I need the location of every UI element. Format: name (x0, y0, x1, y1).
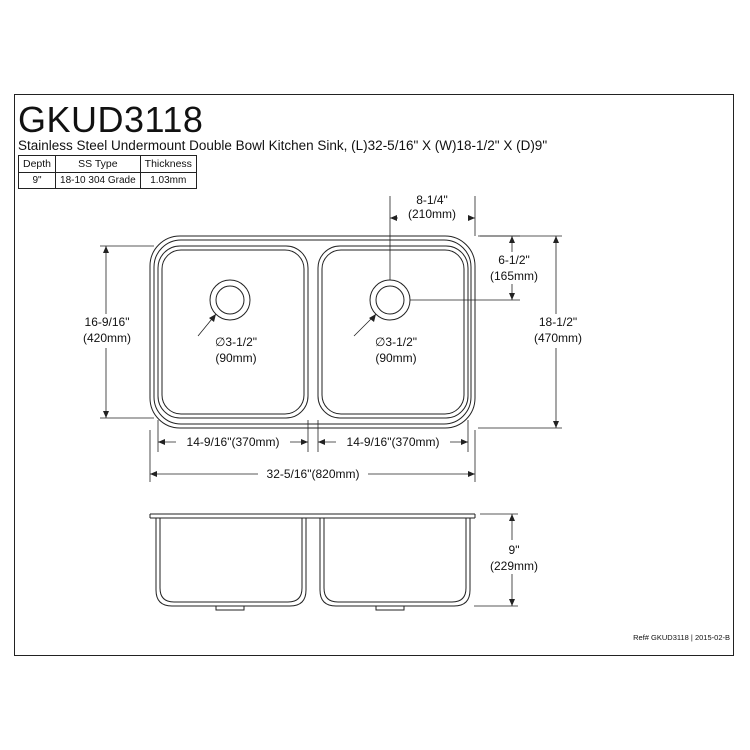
arrow (468, 471, 475, 477)
arrow (509, 293, 515, 300)
label-backdrop (484, 540, 544, 574)
arrow (318, 439, 325, 445)
left-drain-imperial: ∅3-1/2" (215, 335, 257, 349)
left-drain-flange (215, 605, 245, 611)
label-backdrop (76, 314, 138, 348)
left-drain (209, 279, 251, 321)
spec-table: Depth SS Type Thickness 9" 18-10 304 Gra… (17, 155, 197, 189)
spec-table-header-row: Depth SS Type Thickness (17, 155, 197, 173)
arrow (553, 421, 559, 428)
arrow (209, 314, 216, 322)
left-bowl-inner (161, 249, 305, 415)
right-bowl-profile-inner (323, 518, 467, 603)
sink-outline-inner (153, 239, 472, 425)
depth-arrows (509, 514, 515, 606)
product-description: Stainless Steel Undermount Double Bowl K… (18, 138, 548, 153)
arrow (390, 215, 397, 221)
arrow (150, 471, 157, 477)
arrow (509, 599, 515, 606)
label-backdrop (530, 314, 592, 348)
left-bowl-profile (155, 518, 307, 607)
depth-metric: (229mm) (490, 559, 538, 573)
top-view-dimensions (100, 196, 562, 482)
label-backdrop (336, 434, 450, 448)
arrow (468, 215, 475, 221)
left-bowl-profile-inner (159, 518, 303, 603)
spec-table-value-row: 9" 18-10 304 Grade 1.03mm (17, 172, 197, 189)
right-drain-metric: (90mm) (375, 351, 416, 365)
drain-back-metric: (165mm) (490, 269, 538, 283)
reference-code: Ref# GKUD3118 | 2015-02-B (633, 633, 730, 642)
arrow (509, 236, 515, 243)
spec-header-depth: Depth (17, 155, 57, 173)
right-bowl-length-label: 14-9/16"(370mm) (347, 435, 440, 449)
left-bowl-length-label: 14-9/16"(370mm) (187, 435, 280, 449)
bowl-depth-imperial: 16-9/16" (85, 315, 130, 329)
label-backdrop (176, 434, 290, 448)
right-bowl-profile (319, 518, 471, 607)
arrow (461, 439, 468, 445)
arrow (553, 236, 559, 243)
arrowheads (103, 215, 559, 477)
overall-width-imperial: 18-1/2" (539, 315, 577, 329)
label-backdrop (398, 192, 468, 222)
right-bowl-inner (321, 249, 465, 415)
front-view (149, 513, 476, 611)
right-bowl (317, 245, 469, 419)
drawing-frame (14, 94, 734, 656)
dimension-labels: 8-1/4" (210mm) 6-1/2" (165mm) 18-1/2" (4… (76, 192, 592, 481)
spec-value-depth: 9" (17, 172, 57, 189)
bowl-depth-metric: (420mm) (83, 331, 131, 345)
spec-value-ss-type: 18-10 304 Grade (55, 172, 141, 189)
arrow (509, 514, 515, 521)
drain-offset-imperial: 8-1/4" (416, 193, 448, 207)
left-drain-metric: (90mm) (215, 351, 256, 365)
top-view (149, 235, 476, 429)
overall-length-label: 32-5/16"(820mm) (267, 467, 360, 481)
sink-outline-outer (149, 235, 476, 429)
arrow (369, 314, 376, 322)
label-backdrop (482, 252, 546, 284)
right-drain-inner (375, 285, 405, 315)
spec-value-thickness: 1.03mm (139, 172, 197, 189)
label-backdrop (258, 466, 368, 480)
arrow (103, 411, 109, 418)
model-number: GKUD3118 (18, 99, 204, 140)
depth-imperial: 9" (509, 543, 520, 557)
arrow (301, 439, 308, 445)
right-drain-flange (375, 605, 405, 611)
arrow (103, 246, 109, 253)
left-drain-inner (215, 285, 245, 315)
drain-back-imperial: 6-1/2" (498, 253, 530, 267)
arrow (158, 439, 165, 445)
overall-width-metric: (470mm) (534, 331, 582, 345)
left-bowl (157, 245, 309, 419)
right-drain-imperial: ∅3-1/2" (375, 335, 417, 349)
drain-offset-metric: (210mm) (408, 207, 456, 221)
